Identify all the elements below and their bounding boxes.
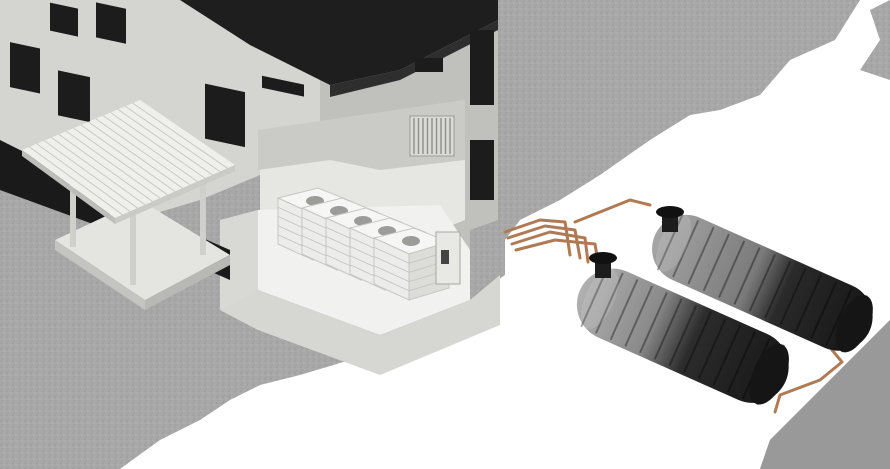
window bbox=[470, 140, 494, 200]
window bbox=[470, 30, 494, 105]
house-roof-edge bbox=[330, 20, 498, 97]
window bbox=[10, 42, 40, 94]
house-roof bbox=[180, 0, 498, 85]
window bbox=[58, 70, 90, 123]
manhole-cap bbox=[656, 206, 684, 232]
ground-patch-right bbox=[760, 320, 890, 469]
pipe bbox=[506, 224, 582, 260]
pipe bbox=[510, 230, 590, 264]
house-foundation bbox=[220, 275, 500, 375]
window bbox=[205, 83, 245, 148]
radiator bbox=[409, 115, 455, 157]
control-unit bbox=[435, 231, 461, 285]
pergola bbox=[22, 100, 235, 310]
manhole-cap bbox=[589, 252, 617, 278]
window bbox=[96, 2, 126, 44]
window bbox=[262, 75, 304, 97]
pipe bbox=[573, 198, 652, 224]
window bbox=[415, 58, 443, 72]
tank bbox=[576, 265, 789, 406]
pipe bbox=[773, 348, 844, 414]
underground-tanks bbox=[576, 206, 873, 406]
storage-module bbox=[372, 227, 451, 301]
tank bbox=[652, 213, 873, 353]
storage-modules bbox=[276, 187, 451, 301]
window bbox=[50, 2, 78, 37]
pipe bbox=[503, 218, 572, 257]
